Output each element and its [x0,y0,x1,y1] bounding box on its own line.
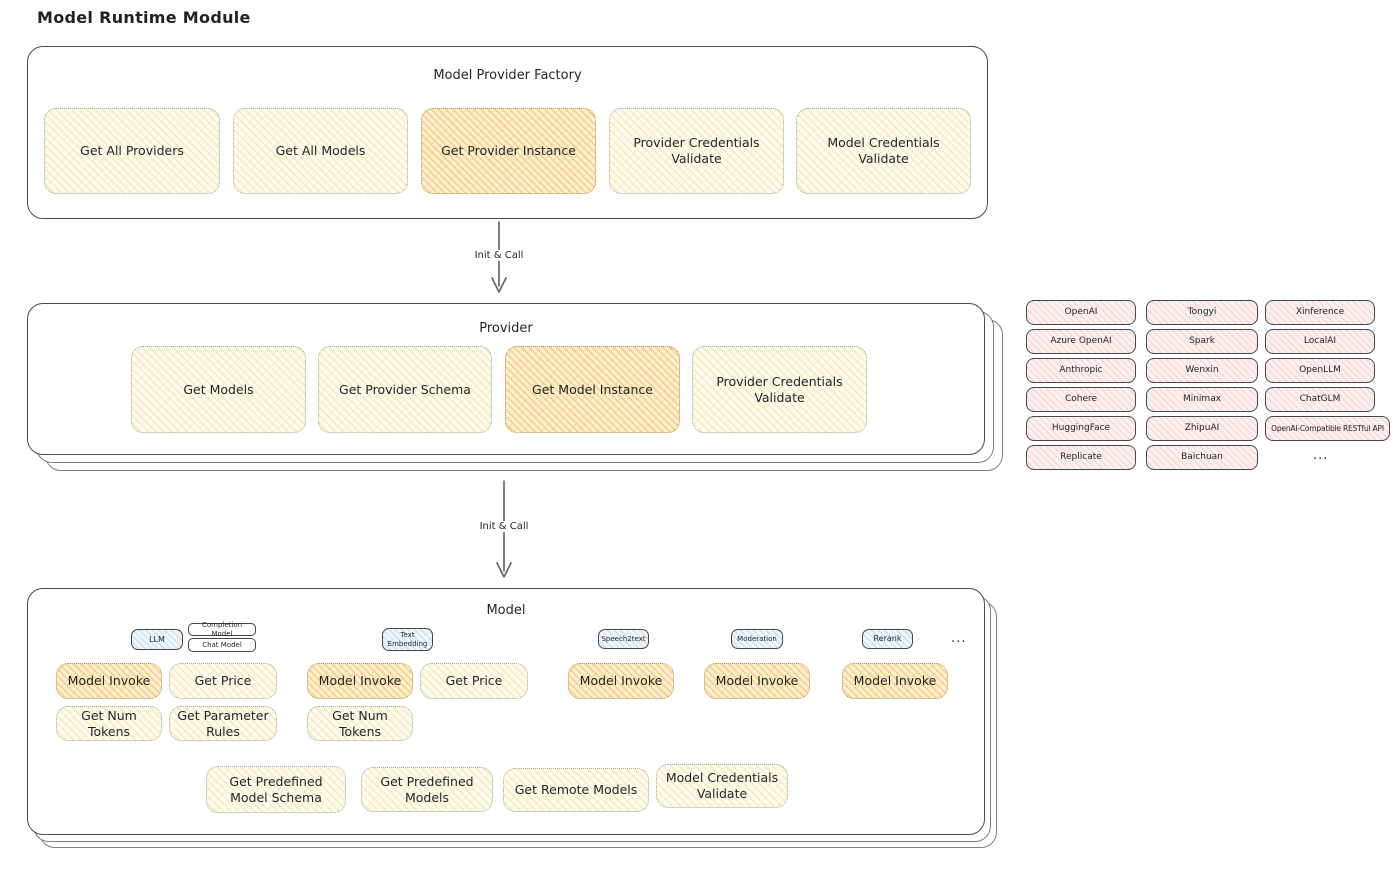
get-predefined-models: Get Predefined Models [361,767,493,812]
model-tag-rerank: Rerank [862,629,913,649]
get-predefined-model-schema: Get Predefined Model Schema [206,766,346,813]
factory-get-all-providers: Get All Providers [44,108,220,194]
speech2text-model-invoke: Model Invoke [568,663,674,699]
provider-catalog-ellipsis: ... [1313,448,1329,463]
provider-chip-openllm: OpenLLM [1265,358,1375,383]
provider-chip-azure-openai: Azure OpenAI [1026,329,1136,354]
embedding-model-invoke: Model Invoke [307,663,413,699]
llm-get-parameter-rules: Get Parameter Rules [169,706,277,741]
embedding-get-num-tokens: Get Num Tokens [307,706,413,741]
moderation-model-invoke: Model Invoke [704,663,810,699]
model-subtag-completion-model: Completion Model [188,621,256,638]
page-title: Model Runtime Module [37,8,251,27]
model-credentials-validate: Model Credentials Validate [656,764,788,808]
provider-chip-minimax: Minimax [1146,387,1258,412]
provider-chip-chatglm: ChatGLM [1265,387,1375,412]
model-subtag-chat-model: Chat Model [188,638,256,652]
factory-get-all-models: Get All Models [233,108,408,194]
get-remote-models: Get Remote Models [503,768,649,812]
provider-chip-spark: Spark [1146,329,1258,354]
factory-panel: Model Provider Factory Get All Providers… [27,46,988,219]
model-tag-text-embedding: Text Embedding [382,628,433,651]
model-groups-ellipsis: ... [951,631,967,646]
rerank-model-invoke: Model Invoke [842,663,948,699]
provider-chip-baichuan: Baichuan [1146,445,1258,470]
provider-chip-wenxin: Wenxin [1146,358,1258,383]
llm-get-price: Get Price [169,663,277,699]
llm-get-num-tokens: Get Num Tokens [56,706,162,741]
provider-chip-tongyi: Tongyi [1146,300,1258,325]
provider-credentials-validate: Provider Credentials Validate [692,346,867,433]
provider-chip-replicate: Replicate [1026,445,1136,470]
model-tag-speech2text: Speech2text [598,629,649,649]
factory-get-provider-instance: Get Provider Instance [421,108,596,194]
provider-panel-title: Provider [479,321,533,336]
embedding-get-price: Get Price [420,663,528,699]
model-panel-title: Model [486,603,526,618]
provider-get-models: Get Models [131,346,306,433]
provider-chip-anthropic: Anthropic [1026,358,1136,383]
model-tag-moderation: Moderation [731,629,783,649]
provider-chip-cohere: Cohere [1026,387,1136,412]
model-panel: Model LLM Completion Model Chat Model Mo… [27,588,985,835]
factory-panel-title: Model Provider Factory [433,68,582,83]
factory-model-credentials-validate: Model Credentials Validate [796,108,971,194]
provider-get-model-instance: Get Model Instance [505,346,680,433]
llm-model-invoke: Model Invoke [56,663,162,699]
arrow-label-init-call-2: Init & Call [474,521,534,532]
provider-chip-huggingface: HuggingFace [1026,416,1136,441]
provider-chip-zhipuai: ZhipuAI [1146,416,1258,441]
provider-panel: Provider Get Models Get Provider Schema … [27,303,985,455]
factory-provider-credentials-validate: Provider Credentials Validate [609,108,784,194]
model-tag-llm: LLM [131,629,183,650]
provider-chip-openai: OpenAI [1026,300,1136,325]
provider-get-provider-schema: Get Provider Schema [318,346,492,433]
arrow-label-init-call-1: Init & Call [469,250,529,261]
provider-chip-localai: LocalAI [1265,329,1375,354]
provider-chip-openai-compatible: OpenAI-Compatible RESTful API [1265,416,1390,441]
provider-chip-xinference: Xinference [1265,300,1375,325]
